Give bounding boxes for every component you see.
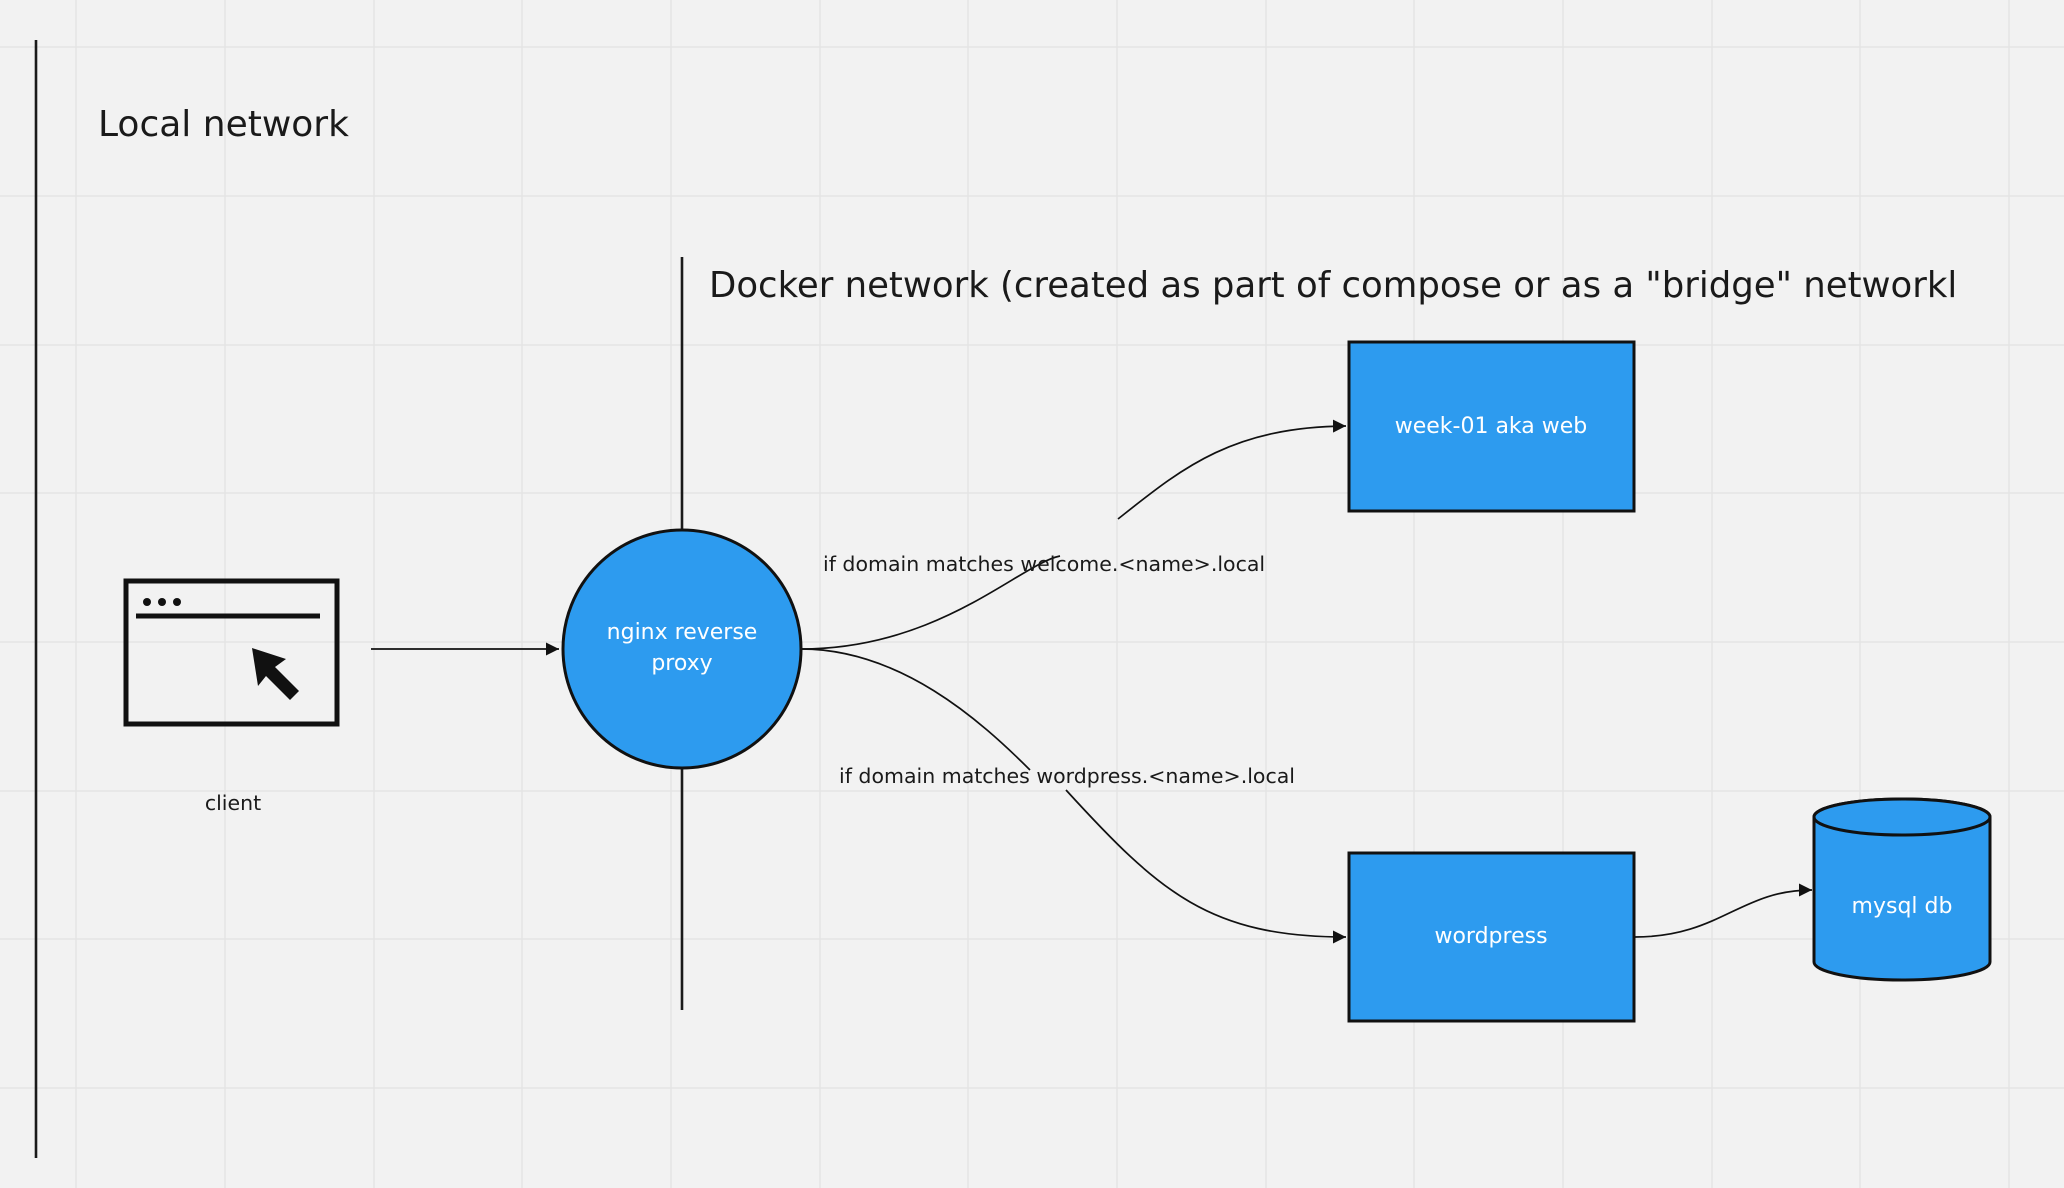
edge-proxy-to-web	[800, 426, 1346, 650]
wordpress-label: wordpress	[1434, 924, 1547, 949]
web-service-box	[1347, 340, 1636, 513]
web-service-node[interactable]: week-01 aka web	[1347, 340, 1636, 513]
web-service-label: week-01 aka web	[1395, 414, 1588, 439]
proxy-label-line1: nginx reverse	[607, 620, 758, 645]
cursor-arrow-icon	[252, 648, 299, 700]
mysql-db-label: mysql db	[1852, 894, 1953, 919]
edge-label-welcome-route: if domain matches welcome.<name>.local	[823, 552, 1265, 576]
nginx-proxy-node[interactable]: nginx reverse proxy	[561, 528, 803, 770]
docker-network-title: Docker network (created as part of compo…	[709, 265, 1957, 306]
browser-window-icon	[123, 578, 340, 727]
edge-wordpress-to-db	[1634, 883, 1813, 938]
database-cylinder-icon	[1812, 797, 1992, 982]
client-label: client	[205, 791, 261, 815]
wordpress-node[interactable]: wordpress	[1347, 851, 1636, 1023]
proxy-label-line2: proxy	[651, 651, 712, 676]
proxy-circle	[561, 528, 803, 770]
edge-label-wordpress-route: if domain matches wordpress.<name>.local	[839, 764, 1295, 788]
client-node[interactable]: client	[123, 578, 340, 815]
wordpress-box	[1347, 851, 1636, 1023]
mysql-db-node[interactable]: mysql db	[1812, 797, 1992, 982]
local-network-title: Local network	[98, 104, 349, 145]
edge-proxy-to-wordpress	[800, 648, 1346, 937]
